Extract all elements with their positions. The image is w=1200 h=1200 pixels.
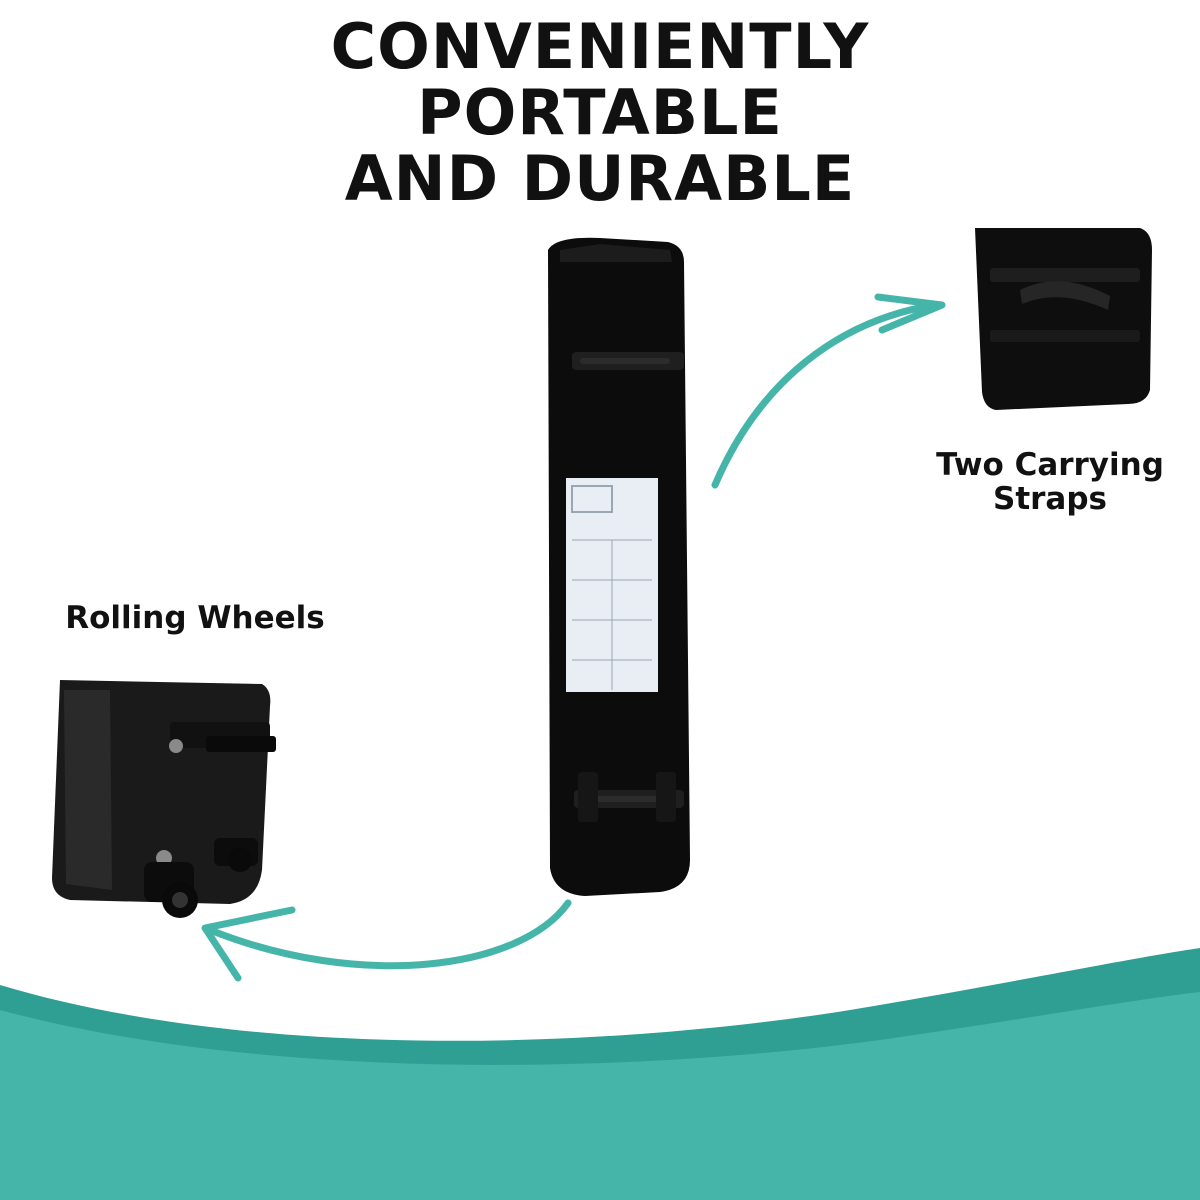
headline: CONVENIENTLY PORTABLE AND DURABLE <box>0 14 1200 212</box>
headline-line-2: PORTABLE <box>417 76 783 149</box>
wheels-feature-label: Rolling Wheels <box>40 601 350 635</box>
straps-feature-label: Two Carrying Straps <box>910 448 1190 516</box>
straps-closeup-image <box>975 228 1152 410</box>
headline-line-1: CONVENIENTLY <box>330 10 870 83</box>
main-bag-image <box>548 237 690 896</box>
headline-line-3: AND DURABLE <box>344 142 856 215</box>
arrow-to-wheels-head <box>201 906 296 982</box>
arrow-to-straps <box>711 301 939 489</box>
teal-wave-front <box>0 992 1200 1200</box>
straps-label-line-1: Two Carrying <box>936 447 1164 483</box>
wheels-label-line-1: Rolling Wheels <box>65 600 325 636</box>
arrow-to-straps-head <box>874 293 946 334</box>
wheels-closeup-image <box>52 680 276 918</box>
arrow-to-wheels <box>206 899 572 970</box>
straps-label-line-2: Straps <box>993 481 1107 517</box>
